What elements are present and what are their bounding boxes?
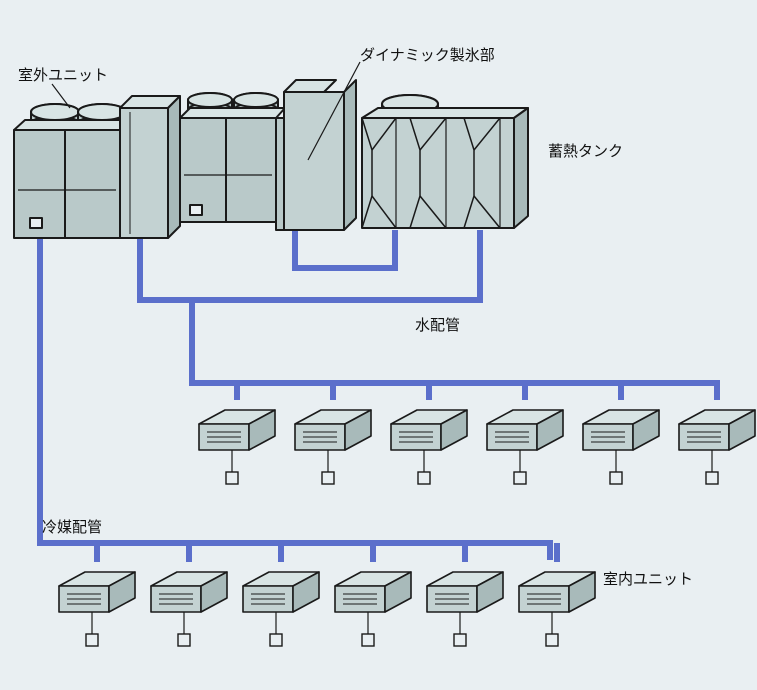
- leader-ice-maker: [307, 61, 361, 161]
- indoor-unit-side: [728, 409, 756, 451]
- indoor-unit-side: [536, 409, 564, 451]
- remote-controller: [321, 471, 335, 485]
- label-storage-tank: 蓄熱タンク: [548, 142, 624, 160]
- remote-controller: [609, 471, 623, 485]
- remote-controller: [513, 471, 527, 485]
- outdoor-unit: [13, 95, 181, 239]
- thermal-storage-tank: [361, 94, 529, 229]
- indoor-units-refrigerant-row: [58, 543, 596, 647]
- indoor-unit: [242, 543, 320, 647]
- label-dynamic-ice-maker: ダイナミック製氷部: [360, 46, 495, 64]
- leader-lines: [51, 61, 361, 161]
- indoor-unit-side: [476, 571, 504, 613]
- water-pipe-main: [137, 230, 483, 303]
- remote-controller: [417, 471, 431, 485]
- remote-controller: [85, 633, 99, 647]
- indoor-unit: [334, 543, 412, 647]
- label-refrigerant-piping: 冷媒配管: [42, 518, 103, 536]
- remote-controller: [361, 633, 375, 647]
- indoor-unit-side: [384, 571, 412, 613]
- label-outdoor-unit: 室外ユニット: [18, 66, 109, 84]
- remote-controller: [225, 471, 239, 485]
- indoor-unit-side: [108, 571, 136, 613]
- remote-controller: [545, 633, 559, 647]
- indoor-unit: [486, 383, 564, 485]
- indoor-unit-side: [440, 409, 468, 451]
- water-pipe-ice-to-tank: [292, 225, 398, 271]
- piping-group: [37, 225, 720, 560]
- indoor-unit: [582, 383, 660, 485]
- label-indoor-unit: 室内ユニット: [603, 570, 694, 588]
- remote-controller: [269, 633, 283, 647]
- refrigerant-pipe-main: [37, 235, 553, 560]
- indoor-unit-side: [344, 409, 372, 451]
- indoor-unit: [150, 543, 228, 647]
- indoor-unit-side: [632, 409, 660, 451]
- indoor-unit: [294, 383, 372, 485]
- indoor-unit-side: [568, 571, 596, 613]
- indoor-unit: [58, 543, 136, 647]
- dynamic-ice-maker: [179, 79, 357, 231]
- indoor-unit-side: [292, 571, 320, 613]
- label-water-piping: 水配管: [415, 316, 461, 334]
- indoor-unit: [198, 383, 276, 485]
- indoor-unit: [390, 383, 468, 485]
- indoor-unit: [518, 543, 596, 647]
- indoor-unit: [426, 543, 504, 647]
- leader-outdoor-unit: [51, 83, 71, 109]
- remote-controller: [705, 471, 719, 485]
- indoor-units-water-row: [198, 383, 756, 485]
- remote-controller: [453, 633, 467, 647]
- indoor-unit: [678, 383, 756, 485]
- indoor-unit-side: [248, 409, 276, 451]
- remote-controller: [177, 633, 191, 647]
- indoor-unit-side: [200, 571, 228, 613]
